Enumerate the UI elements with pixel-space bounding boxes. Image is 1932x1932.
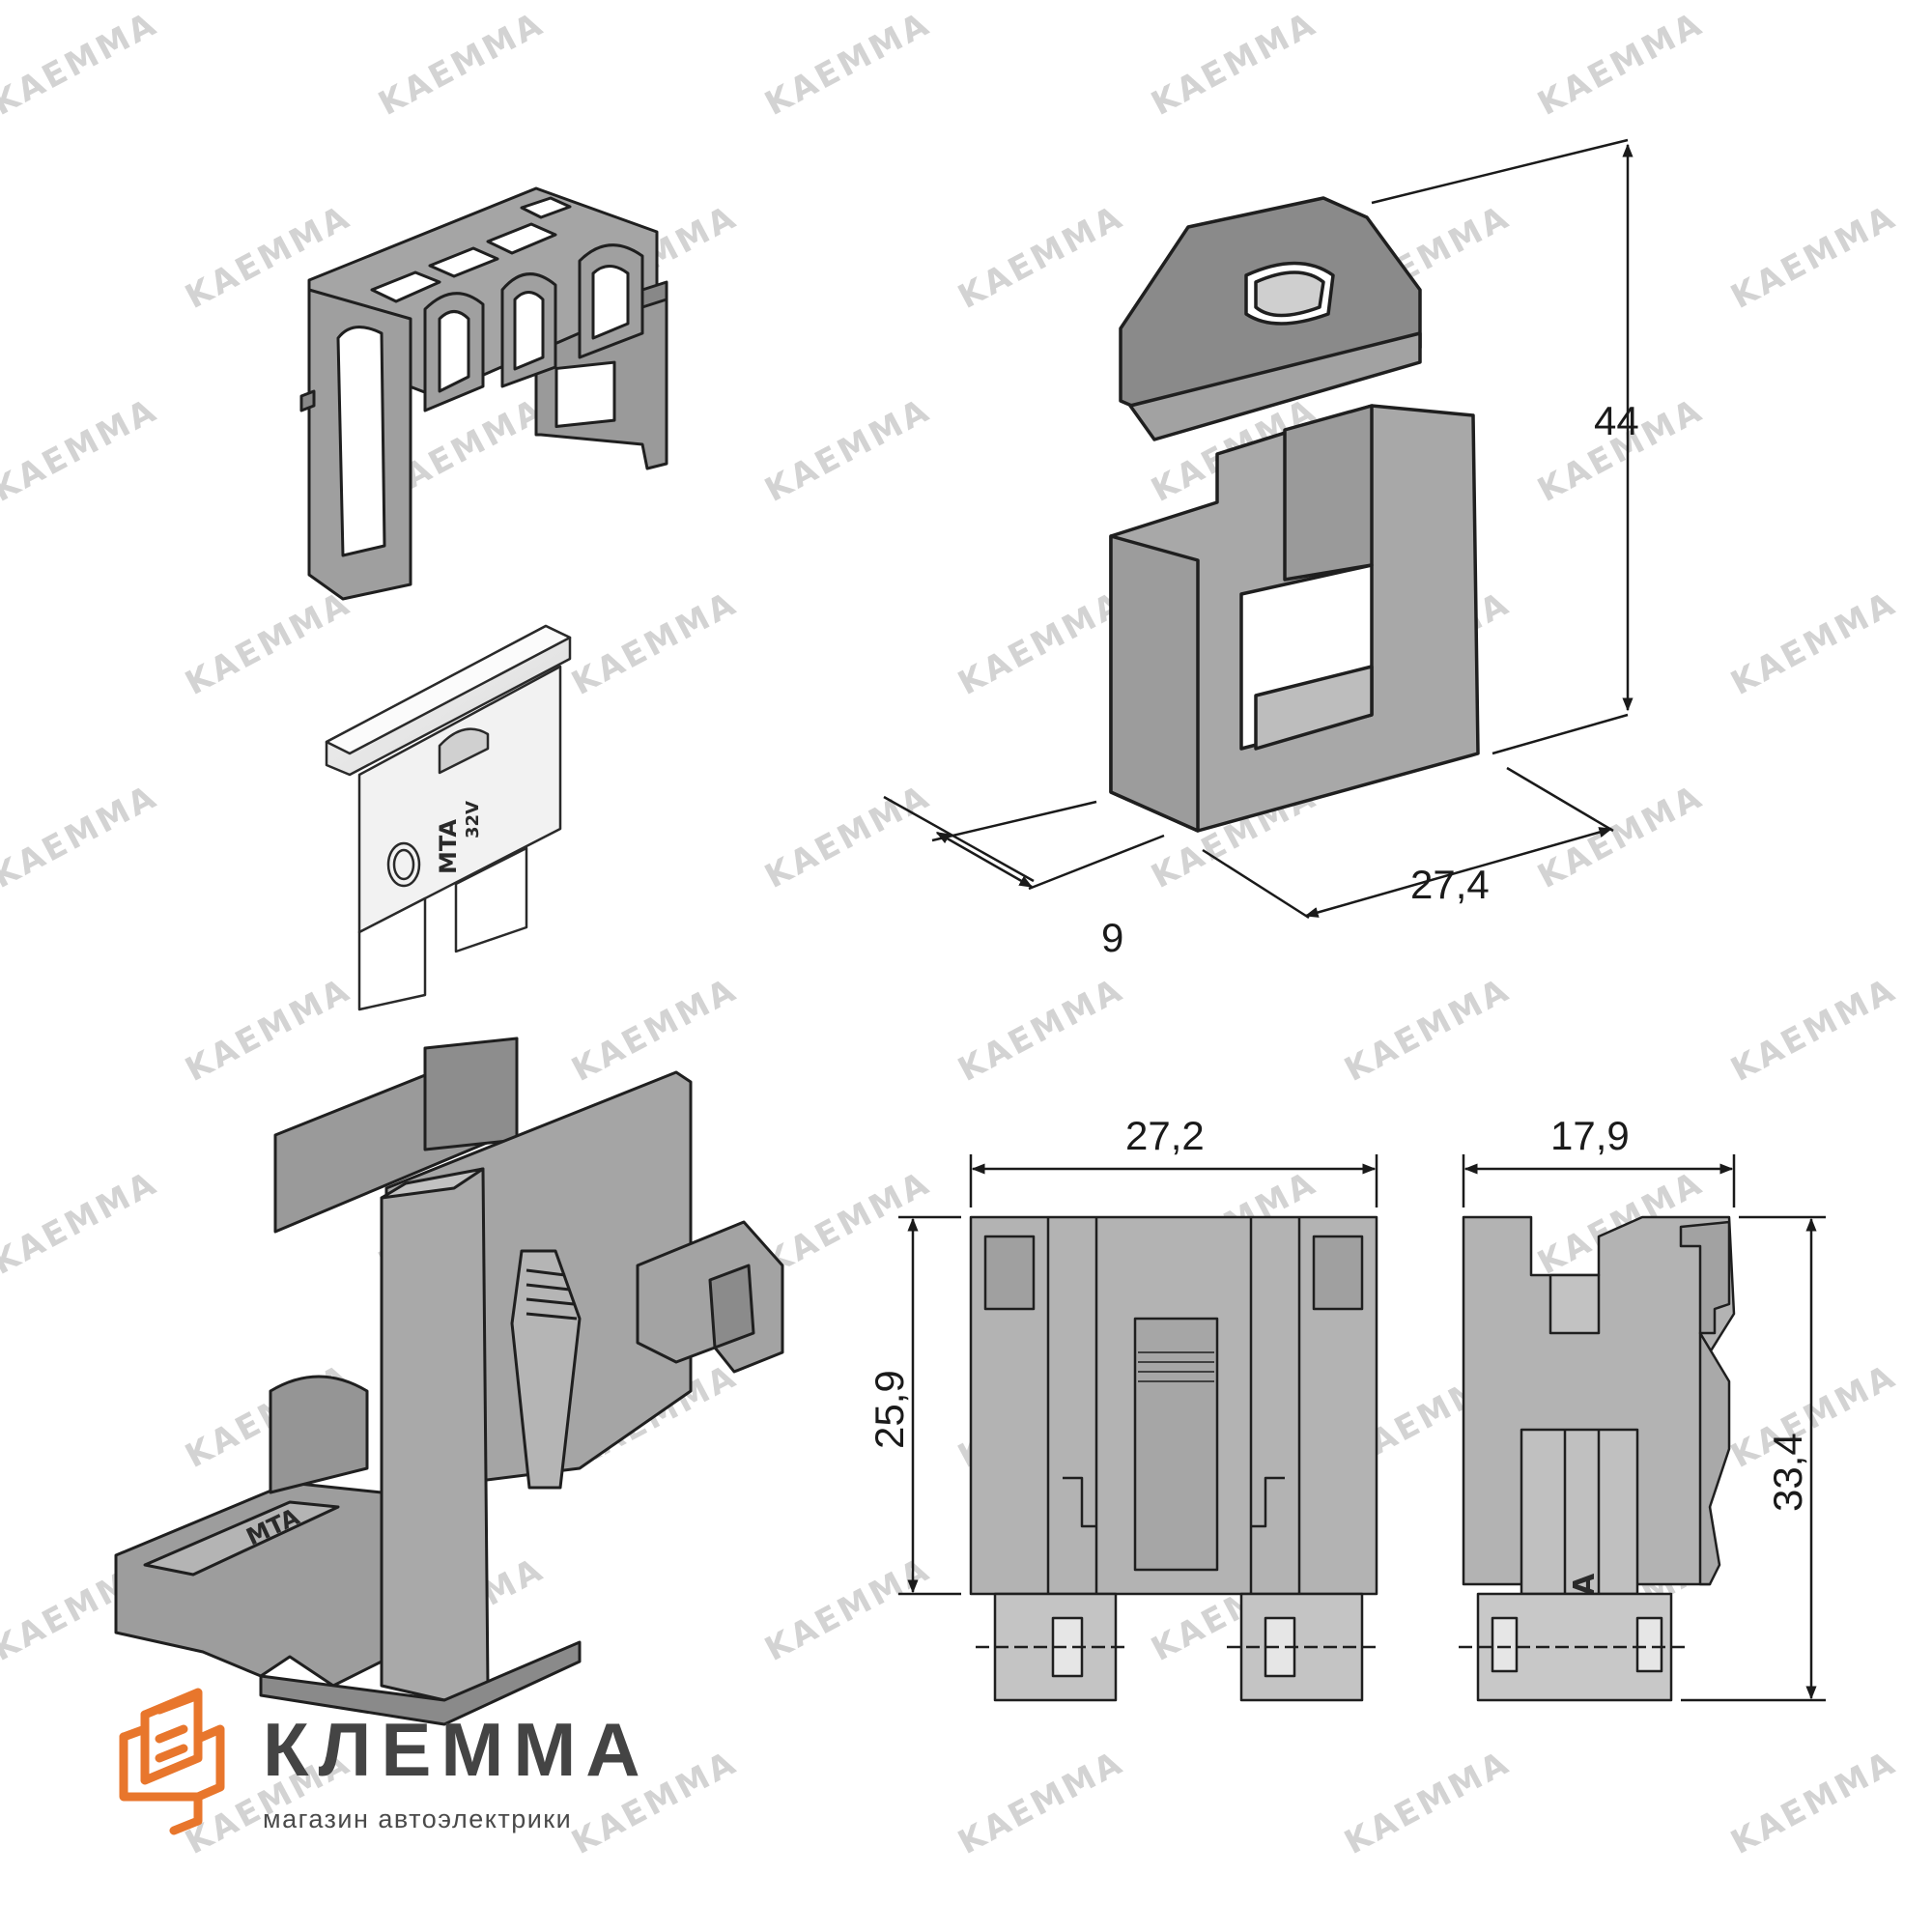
watermark-text: KAEMMA <box>952 197 1130 317</box>
brand-tagline: магазин автоэлектрики <box>263 1804 572 1833</box>
dim-side-width: 17,9 <box>1550 1113 1630 1158</box>
dimension-lines-3d <box>883 138 1634 920</box>
brand-logo: КЛЕММА магазин автоэлектрики <box>119 1688 650 1835</box>
holder-side-view: MTA <box>1459 1215 1736 1702</box>
blade-fuse-3d: MTA 32V <box>325 624 572 1011</box>
watermark-text: KAEMMA <box>952 1743 1130 1862</box>
watermark-text: KAEMMA <box>758 777 937 896</box>
watermark-text: KAEMMA <box>565 583 744 703</box>
watermark-text: KAEMMA <box>565 970 744 1090</box>
watermark-text: KAEMMA <box>179 970 357 1090</box>
dim-width-3d: 27,4 <box>1410 862 1490 907</box>
watermark-text: KAEMMA <box>1724 1743 1903 1862</box>
fuse-brand-mark: MTA <box>435 819 462 874</box>
watermark-text: KAEMMA <box>1338 970 1517 1090</box>
fuse-cover-3d <box>299 186 668 601</box>
watermark-text: KAEMMA <box>1145 4 1323 124</box>
fuse-rating-mark: 32V <box>463 801 483 838</box>
dim-height-3d: 44 <box>1594 398 1639 443</box>
dim-front-height: 25,9 <box>867 1370 912 1449</box>
watermark-text: KAEMMA <box>1724 970 1903 1090</box>
watermark-text: KAEMMA <box>0 1163 164 1283</box>
watermark-text: KAEMMA <box>1724 197 1903 317</box>
holder-front-view <box>969 1215 1378 1702</box>
watermark-text: KAEMMA <box>0 390 164 510</box>
watermark-text: KAEMMA <box>1724 1356 1903 1476</box>
watermark-text: KAEMMA <box>1531 777 1710 896</box>
watermark-text: KAEMMA <box>1338 1743 1517 1862</box>
watermark-text: KAEMMA <box>758 1549 937 1669</box>
watermark-text: KAEMMA <box>952 583 1130 703</box>
dim-depth-3d: 9 <box>1101 915 1123 960</box>
watermark-text: KAEMMA <box>952 970 1130 1090</box>
dim-side-height: 33,4 <box>1765 1433 1810 1512</box>
watermark-text: KAEMMA <box>1531 4 1710 124</box>
brand-name: КЛЕММА <box>263 1707 650 1792</box>
watermark-text: KAEMMA <box>0 777 164 896</box>
watermark-text: KAEMMA <box>758 390 937 510</box>
watermark-text: KAEMMA <box>179 583 357 703</box>
fuse-holder-3d: MTA <box>114 1037 784 1726</box>
watermark-text: KAEMMA <box>0 4 164 124</box>
watermark-text: KAEMMA <box>1724 583 1903 703</box>
terminal-logo-icon <box>119 1688 225 1835</box>
watermark-text: KAEMMA <box>758 1163 937 1283</box>
dim-front-width: 27,2 <box>1125 1113 1205 1158</box>
holder-iso-3d <box>1109 196 1480 833</box>
watermark-text: KAEMMA <box>758 4 937 124</box>
dimension-lines-ortho <box>898 1154 1826 1702</box>
watermark-text: KAEMMA <box>372 4 551 124</box>
